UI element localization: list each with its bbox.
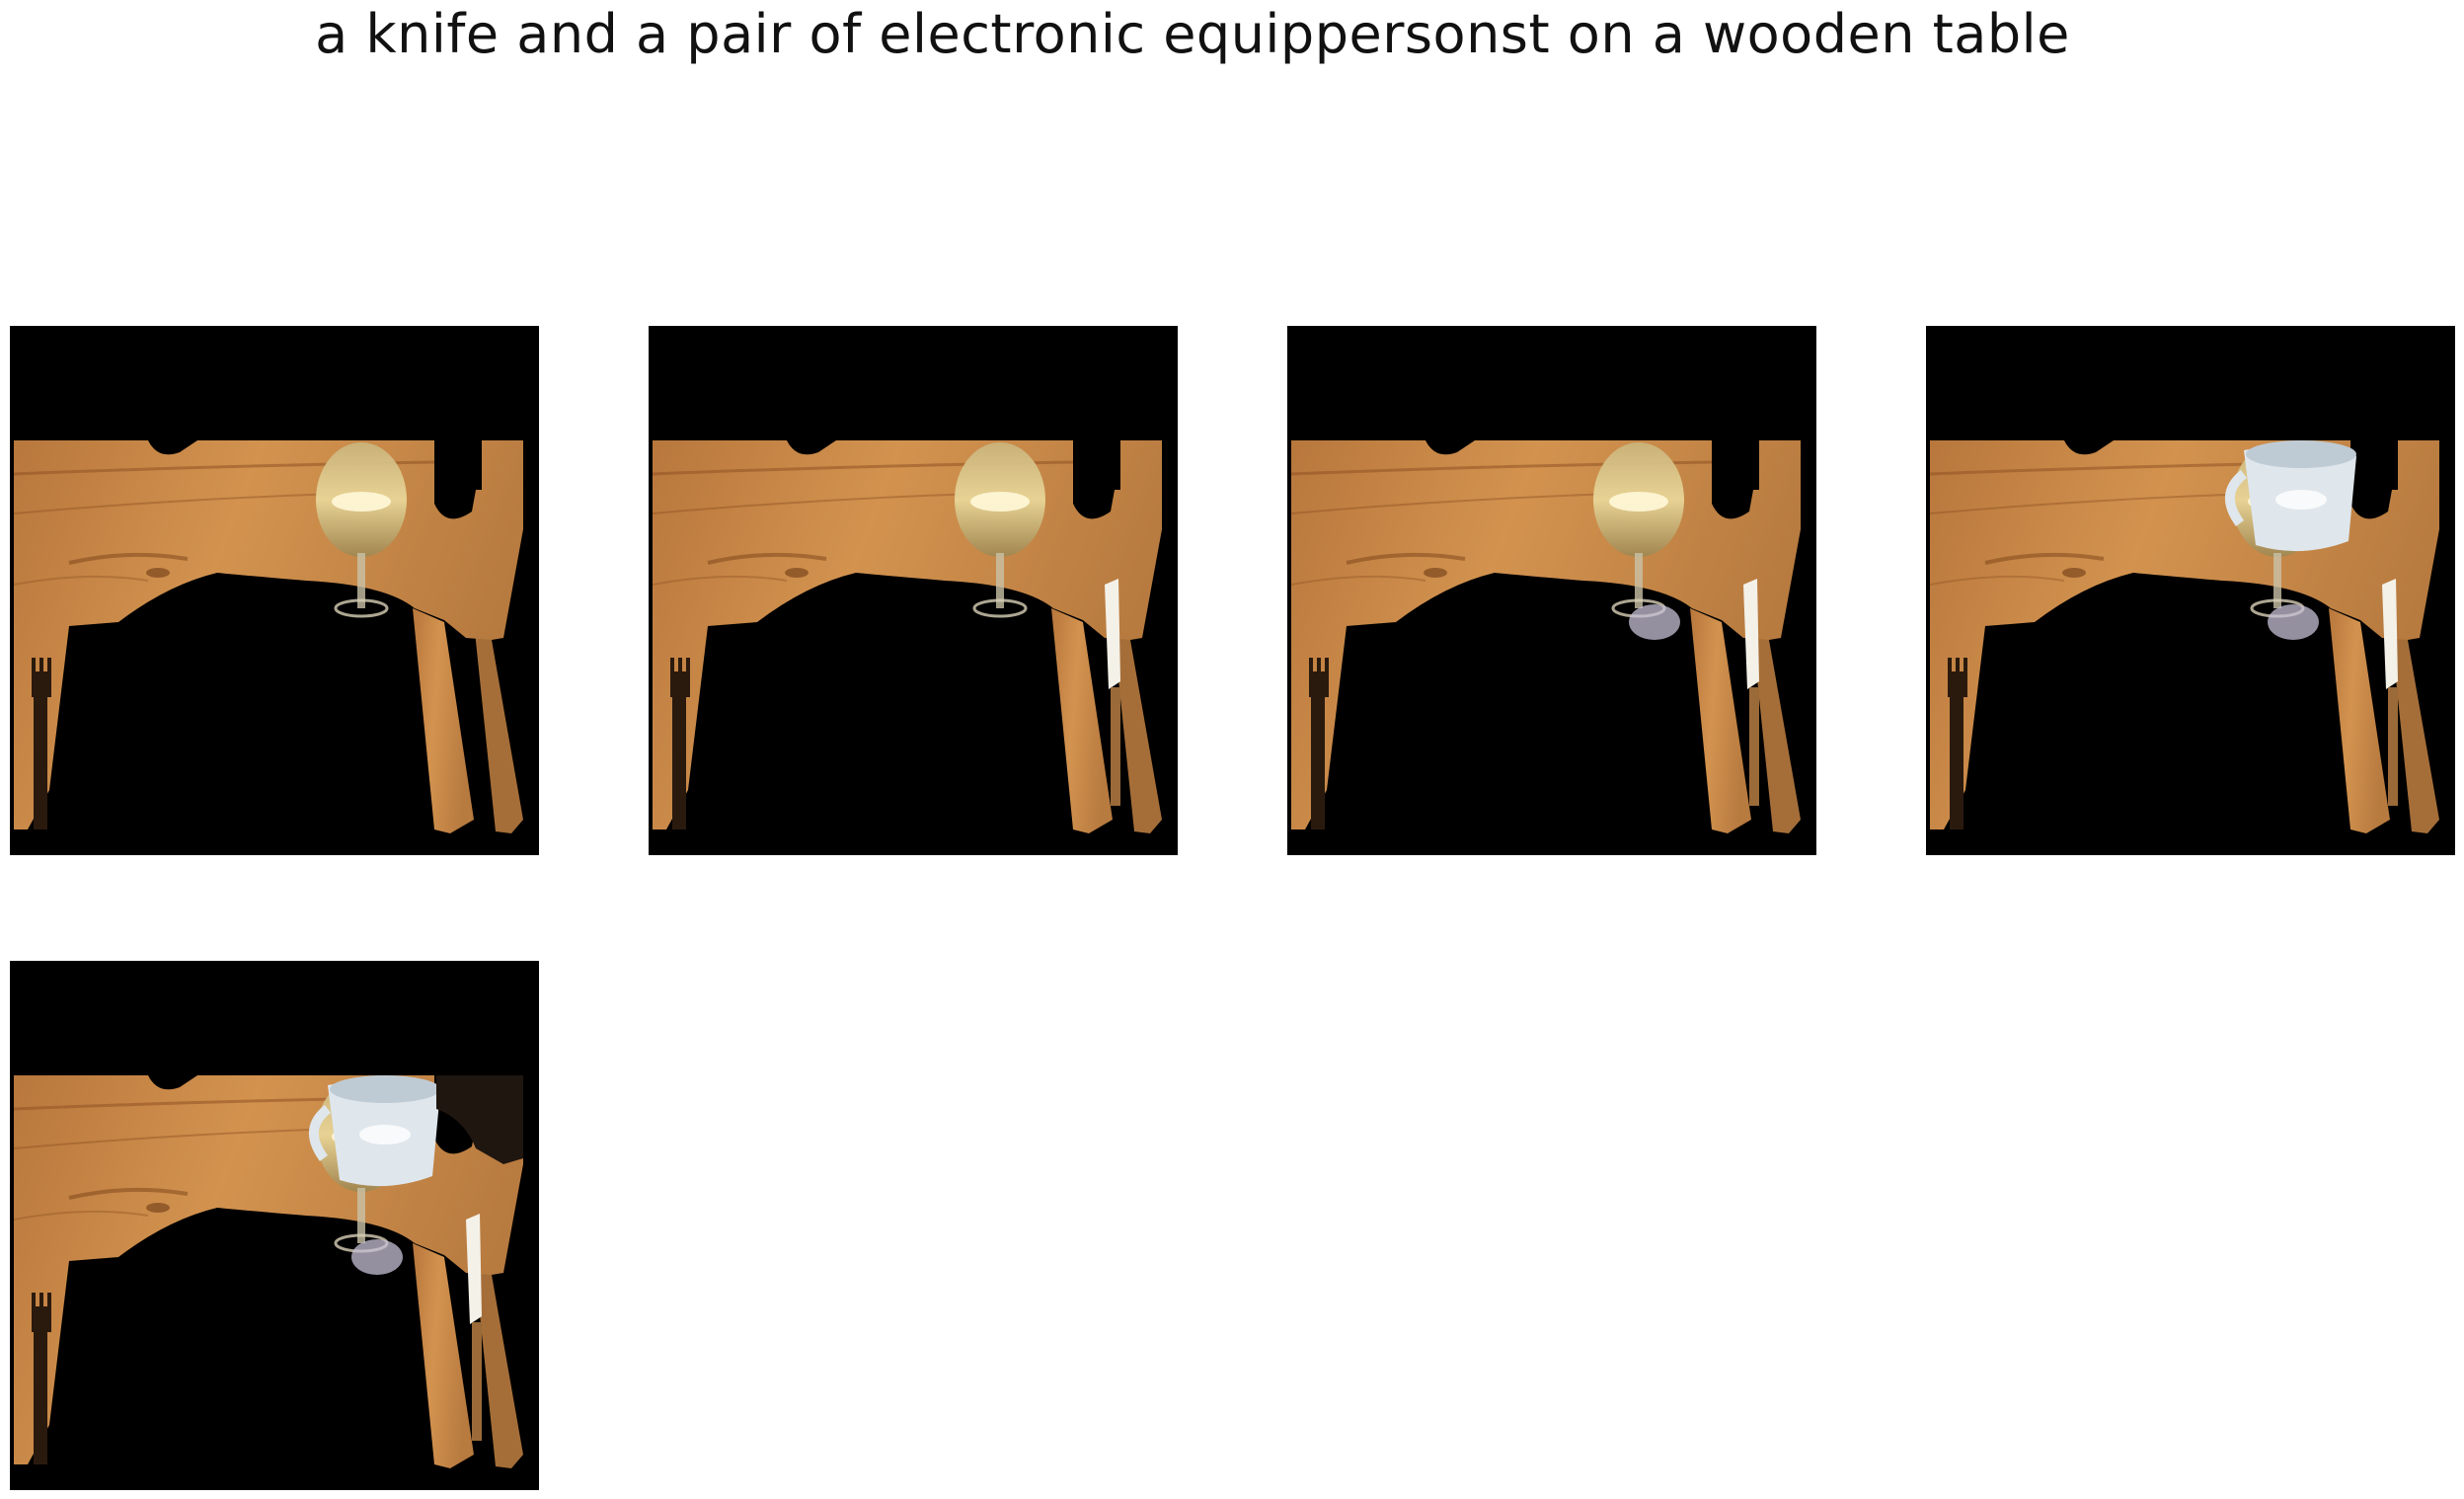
wine-glass-icon [955,442,1045,618]
fork-icon [32,658,51,829]
knife-icon [2382,579,2398,806]
mug-icon [2225,440,2356,552]
image-panel-5 [10,961,539,1490]
fork-icon [670,658,690,829]
mug-icon [309,1075,440,1187]
fork-icon [32,1293,51,1464]
figure-caption: a knife and a pair of electronic equippe… [315,3,2070,65]
fork-icon [1948,658,1967,829]
wood-patch-icon [436,1075,523,1164]
image-panel-3 [1287,326,1816,855]
knife-icon [1105,579,1120,806]
glass-base-icon [1629,604,1680,640]
image-panel-4 [1926,326,2455,855]
wine-glass-icon [1593,442,1684,618]
image-panel-1 [10,326,539,855]
wooden-table [652,440,1162,833]
fork-icon [1309,658,1329,829]
glass-base-icon [351,1239,403,1275]
wine-glass-icon [316,442,407,618]
knife-icon [466,1214,482,1441]
image-panel-2 [649,326,1178,855]
glass-base-icon [2268,604,2319,640]
knife-icon [1743,579,1759,806]
